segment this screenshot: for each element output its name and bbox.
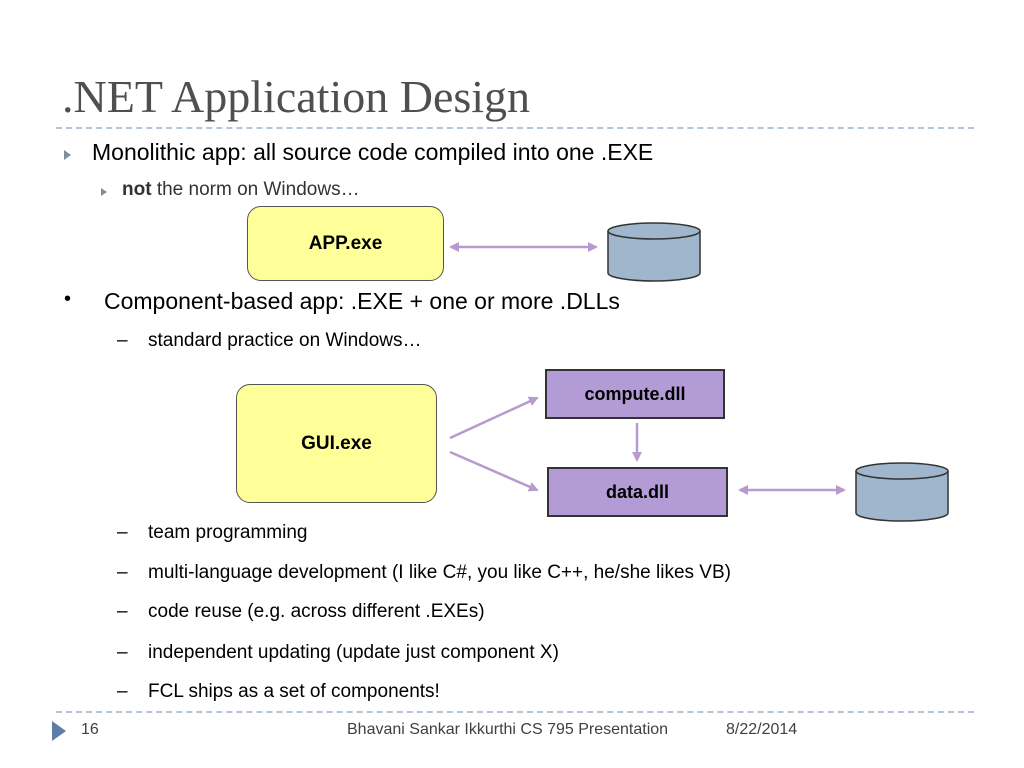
gui-data-arrow bbox=[449, 450, 539, 492]
database-cylinder-2-icon bbox=[855, 462, 949, 522]
dash-marker: – bbox=[117, 601, 128, 622]
list-item: multi-language development (I like C#, y… bbox=[148, 562, 731, 583]
data-dll-box: data.dll bbox=[547, 467, 728, 517]
presenter-text: Bhavani Sankar Ikkurthi CS 795 Presentat… bbox=[347, 721, 669, 738]
not-emphasis: not bbox=[122, 179, 152, 200]
title-divider bbox=[56, 127, 974, 129]
dash-marker: – bbox=[117, 681, 128, 702]
bullet-component-based: Component-based app: .EXE + one or more … bbox=[104, 288, 620, 314]
gui-exe-box: GUI.exe bbox=[236, 384, 437, 503]
dash-marker: – bbox=[117, 642, 128, 663]
date-text: 8/22/2014 bbox=[726, 721, 798, 738]
list-item: FCL ships as a set of components! bbox=[148, 681, 440, 702]
dash-marker: – bbox=[117, 522, 128, 543]
dash-marker: – bbox=[117, 330, 128, 351]
compute-dll-box: compute.dll bbox=[545, 369, 725, 419]
bullet-monolithic: Monolithic app: all source code compiled… bbox=[92, 139, 654, 165]
app-exe-box: APP.exe bbox=[247, 206, 444, 281]
list-item: independent updating (update just compon… bbox=[148, 642, 559, 663]
list-item: team programming bbox=[148, 522, 308, 543]
play-icon bbox=[52, 721, 66, 741]
bullet-arrow-icon bbox=[64, 150, 71, 160]
footer-divider bbox=[56, 711, 974, 713]
dash-marker: – bbox=[117, 562, 128, 583]
database-cylinder-1-icon bbox=[607, 222, 701, 282]
sub-bullet-arrow-icon bbox=[101, 188, 107, 196]
sub-bullet-norm-rest: the norm on Windows… bbox=[151, 179, 360, 200]
slide-title: .NET Application Design bbox=[62, 71, 531, 122]
sub-bullet-norm: not the norm on Windows… bbox=[122, 179, 360, 201]
gui-compute-arrow bbox=[449, 396, 539, 440]
bullet-dot-icon: • bbox=[64, 288, 72, 310]
page-number: 16 bbox=[81, 721, 99, 738]
list-item: code reuse (e.g. across different .EXEs) bbox=[148, 601, 485, 622]
sub-bullet-standard: standard practice on Windows… bbox=[148, 330, 422, 351]
